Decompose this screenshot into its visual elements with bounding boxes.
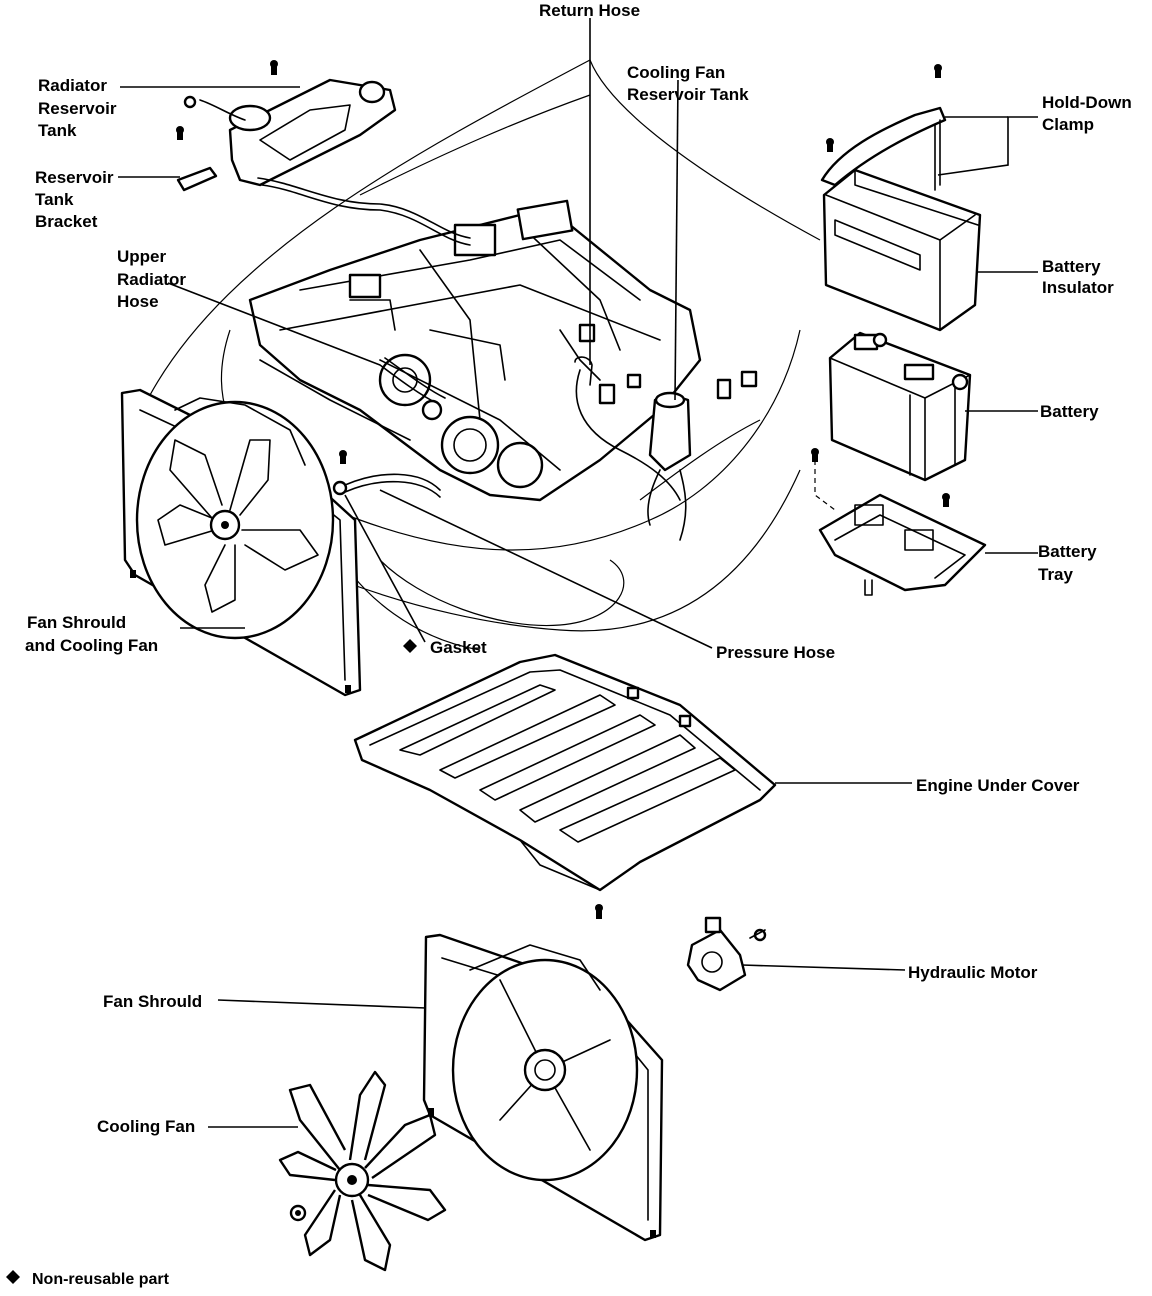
- label-upper-radiator-hose-line2: Radiator: [117, 270, 186, 289]
- label-hydraulic-motor: Hydraulic Motor: [908, 963, 1038, 982]
- gasket-and-pressure-hose: [332, 450, 441, 498]
- label-radiator-reservoir-tank-line2: Reservoir: [38, 99, 117, 118]
- label-upper-radiator-hose-line1: Upper: [117, 247, 167, 266]
- part-labels: Return Hose Radiator Reservoir Tank Cool…: [25, 1, 1132, 1136]
- reservoir-tank-bracket: [176, 126, 218, 192]
- label-fan-shroud-and-cooling-fan-line2: and Cooling Fan: [25, 636, 158, 655]
- diamond-icon: [6, 1270, 20, 1284]
- legend: Non-reusable part: [6, 1270, 170, 1288]
- label-battery: Battery: [1040, 402, 1099, 421]
- engine-under-cover: [353, 653, 777, 919]
- fan-shroud: [422, 933, 664, 1242]
- label-fan-shroud-and-cooling-fan-line1: Fan Shrould: [27, 613, 126, 632]
- label-upper-radiator-hose-line3: Hose: [117, 292, 159, 311]
- under-cover-ribs: [399, 684, 736, 843]
- label-radiator-reservoir-tank-line1: Radiator: [38, 76, 107, 95]
- label-battery-insulator-line2: Insulator: [1042, 278, 1114, 297]
- label-radiator-reservoir-tank-line3: Tank: [38, 121, 77, 140]
- label-return-hose: Return Hose: [539, 1, 640, 20]
- label-cooling-fan: Cooling Fan: [97, 1117, 195, 1136]
- upper-radiator-hose: [379, 357, 446, 421]
- label-hold-down-clamp-line2: Clamp: [1042, 115, 1094, 134]
- label-battery-tray-line1: Battery: [1038, 542, 1097, 561]
- label-hold-down-clamp-line1: Hold-Down: [1042, 93, 1132, 112]
- battery: [828, 331, 972, 482]
- gasket-diamond-icon: [403, 639, 417, 653]
- label-cooling-fan-reservoir-tank-line1: Cooling Fan: [627, 63, 725, 82]
- cooling-fan: [278, 1070, 447, 1272]
- label-cooling-fan-reservoir-tank-line2: Reservoir Tank: [627, 85, 749, 104]
- radiator-reservoir-tank: [183, 60, 471, 246]
- label-reservoir-tank-bracket-line1: Reservoir: [35, 168, 114, 187]
- leader-lines: [118, 18, 1038, 1128]
- hydraulic-motor: [686, 916, 767, 992]
- battery-insulator: [822, 168, 982, 332]
- label-engine-under-cover: Engine Under Cover: [916, 776, 1080, 795]
- fan-shroud-and-cooling-fan: [120, 388, 362, 697]
- label-gasket: Gasket: [430, 638, 487, 657]
- legend-non-reusable-text: Non-reusable part: [32, 1271, 170, 1288]
- label-battery-tray-line2: Tray: [1038, 565, 1074, 584]
- label-battery-insulator-line1: Battery: [1042, 257, 1101, 276]
- label-pressure-hose: Pressure Hose: [716, 643, 835, 662]
- label-reservoir-tank-bracket-line2: Tank: [35, 190, 74, 209]
- label-fan-shroud: Fan Shrould: [103, 992, 202, 1011]
- label-reservoir-tank-bracket-line3: Bracket: [35, 212, 98, 231]
- upper-fan-blades: [157, 439, 319, 613]
- hold-down-clamp: [820, 64, 947, 191]
- battery-tray: [811, 448, 987, 596]
